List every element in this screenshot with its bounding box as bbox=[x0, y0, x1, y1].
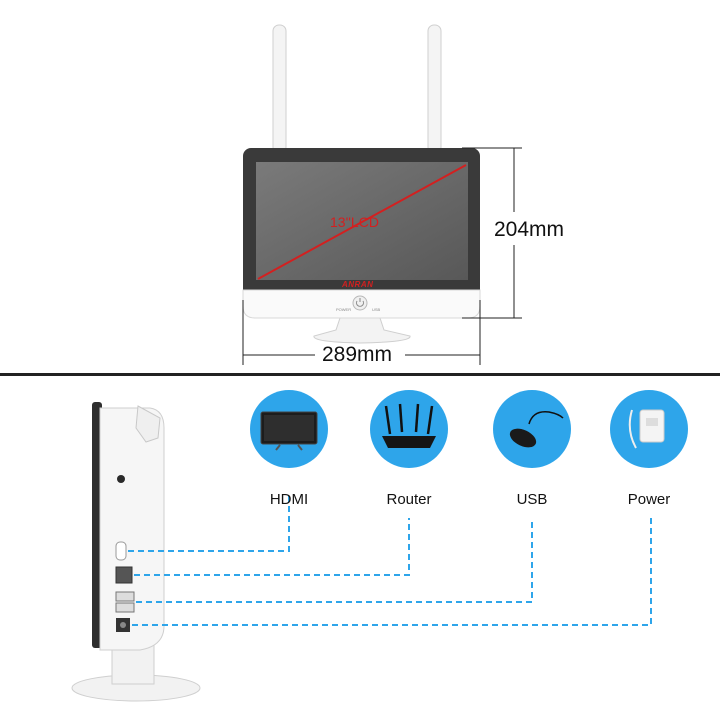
usb-label: USB bbox=[516, 491, 548, 508]
power-connection-line bbox=[132, 518, 652, 626]
screen-diagonal-line bbox=[257, 164, 467, 280]
section-divider bbox=[0, 373, 720, 376]
usb-port-1 bbox=[115, 591, 135, 602]
hdmi-label: HDMI bbox=[269, 491, 309, 508]
screen-size-label: 13''LCD bbox=[330, 214, 379, 230]
hdmi-port bbox=[115, 541, 127, 561]
power-button bbox=[352, 295, 368, 311]
side-body bbox=[99, 407, 165, 651]
power-button-label: POWER bbox=[336, 307, 352, 312]
usb-icon-circle bbox=[493, 390, 571, 468]
power-adapter-icon bbox=[628, 409, 665, 449]
monitor-illustration bbox=[242, 24, 522, 365]
ethernet-port bbox=[115, 566, 133, 584]
router-icon bbox=[382, 403, 436, 448]
power-label: Power bbox=[627, 491, 671, 508]
monitor-stand bbox=[313, 317, 411, 344]
brand-logo: ANRAN bbox=[342, 280, 374, 289]
router-label: Router bbox=[386, 491, 432, 508]
usb-port-2 bbox=[115, 602, 135, 613]
usb-button-label: USB bbox=[372, 307, 381, 312]
monitor-front-view: 13''LCD ANRAN POWER USB 204mm 289mm bbox=[242, 24, 565, 366]
monitor-icon bbox=[260, 411, 318, 451]
hdmi-icon-circle bbox=[250, 390, 328, 468]
router-icon-circle bbox=[370, 390, 448, 468]
side-indicator-hole bbox=[117, 475, 125, 483]
router-connection-line bbox=[134, 518, 410, 576]
mouse-icon bbox=[509, 411, 564, 448]
width-dimension-label: 289mm bbox=[322, 343, 393, 366]
side-antenna-base bbox=[135, 405, 161, 443]
height-dimension-label: 204mm bbox=[494, 218, 565, 241]
power-icon-circle bbox=[610, 390, 688, 468]
antenna-left bbox=[272, 24, 287, 154]
usb-connection-line bbox=[136, 518, 533, 603]
monitor-side-view bbox=[71, 402, 652, 702]
antenna-right bbox=[427, 24, 442, 154]
hdmi-connection-line bbox=[128, 494, 290, 552]
